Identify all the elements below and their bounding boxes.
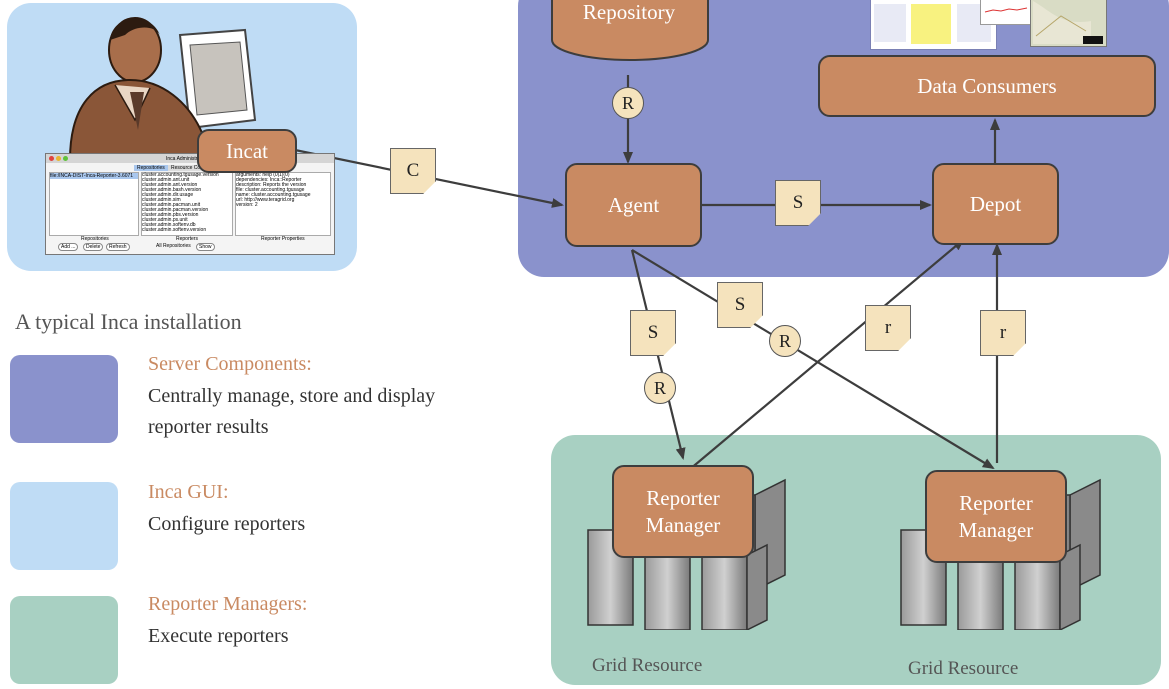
reporter-manager-2-box: Reporter Manager bbox=[925, 470, 1067, 563]
arrow-agent-rm2 bbox=[631, 249, 995, 470]
reporter-item[interactable]: cluster.admin.ps.unit bbox=[142, 217, 188, 223]
tab-repositories[interactable]: Repositories bbox=[134, 165, 168, 171]
repository-cylinder bbox=[551, 0, 709, 61]
refresh-button[interactable]: Refresh bbox=[106, 243, 130, 251]
window-title: Inca Administrati bbox=[166, 156, 203, 162]
all-repositories-checkbox[interactable]: All Repositories bbox=[156, 243, 191, 249]
reporter-item[interactable]: cluster.admin.pbs.version bbox=[142, 212, 199, 218]
reporter-item[interactable]: cluster.admin.softenv.db bbox=[142, 222, 196, 228]
inca-admin-window: Inca Administrati Repositories Resource … bbox=[45, 153, 335, 255]
property-line: name: cluster.accounting.tgusage bbox=[236, 192, 311, 198]
properties-column-label: Reporter Properties bbox=[261, 236, 305, 242]
reporter-item[interactable]: cluster.admin.pacman.unit bbox=[142, 202, 201, 208]
depot-box: Depot bbox=[932, 163, 1059, 245]
add-button[interactable]: Add ... bbox=[58, 243, 79, 251]
legend-swatch-rm bbox=[10, 596, 118, 684]
legend-desc-gui: Configure reporters bbox=[148, 513, 306, 535]
agent-rm1-s-label: S bbox=[630, 310, 676, 356]
legend-swatch-gui bbox=[10, 482, 118, 570]
reporter-item[interactable]: cluster.admin.pacman.version bbox=[142, 207, 209, 213]
agent-depot-s-label: S bbox=[775, 180, 821, 226]
agent-rm2-s-label: S bbox=[717, 282, 763, 328]
close-icon[interactable] bbox=[49, 156, 54, 161]
delete-button[interactable]: Delete bbox=[83, 243, 104, 251]
tab-resource-configuration[interactable]: Resource Confi bbox=[168, 165, 209, 171]
person-at-computer-icon bbox=[68, 17, 257, 160]
agent-rm2-r-label: R bbox=[769, 325, 801, 357]
map-screenshot bbox=[1030, 0, 1107, 47]
diagram-caption: A typical Inca installation bbox=[15, 309, 242, 334]
reporter-item[interactable]: cluster.admin.bash.version bbox=[142, 187, 202, 193]
grid-resource-1-label: Grid Resource bbox=[592, 655, 703, 676]
reporters-column-label: Reporters bbox=[176, 236, 198, 242]
legend-title-rm: Reporter Managers: bbox=[148, 593, 308, 615]
incat-agent-c-label: C bbox=[390, 148, 436, 194]
graph-screenshot bbox=[980, 0, 1034, 25]
reporter-item[interactable]: cluster.admin.sim bbox=[142, 197, 181, 203]
legend-swatch-server bbox=[10, 355, 118, 443]
legend-desc-server-line1: Centrally manage, store and display bbox=[148, 385, 436, 407]
rm1-depot-r-label: r bbox=[865, 305, 911, 351]
reporter-item[interactable]: cluster.admin.ant.unit bbox=[142, 177, 190, 183]
dashboard-screenshot bbox=[870, 0, 997, 50]
property-line: arguments: help (0|1)(0) bbox=[236, 172, 290, 178]
legend-title-server: Server Components: bbox=[148, 353, 312, 375]
repo-agent-r-label: R bbox=[612, 87, 644, 119]
arrow-rm1-depot bbox=[682, 238, 965, 476]
reporters-list: cluster.accounting.tgusage.version clust… bbox=[141, 172, 233, 236]
rm2-depot-r-label: r bbox=[980, 310, 1026, 356]
repositories-list: file:/INCA-DIST-Inca-Reporter-3.6071 bbox=[49, 172, 139, 236]
legend-desc-server-line2: reporter results bbox=[148, 416, 269, 438]
minimize-icon[interactable] bbox=[56, 156, 61, 161]
legend-desc-rm: Execute reporters bbox=[148, 625, 289, 647]
repository-entry[interactable]: file:/INCA-DIST-Inca-Reporter-3.6071 bbox=[50, 173, 138, 179]
repositories-column-label: Repositories bbox=[81, 236, 109, 242]
property-line: url: http://www.teragrid.org bbox=[236, 197, 295, 203]
reporter-item[interactable]: cluster.admin.dir.usage bbox=[142, 192, 194, 198]
grid-resource-2-label: Grid Resource bbox=[908, 658, 1019, 679]
agent-rm1-r-label: R bbox=[644, 372, 676, 404]
show-button[interactable]: Show bbox=[196, 243, 215, 251]
legend-title-gui: Inca GUI: bbox=[148, 481, 229, 503]
reporter-item[interactable]: cluster.admin.ant.version bbox=[142, 182, 198, 188]
agent-box: Agent bbox=[565, 163, 702, 247]
maximize-icon[interactable] bbox=[63, 156, 68, 161]
reporter-manager-1-box: Reporter Manager bbox=[612, 465, 754, 558]
property-line: file: cluster.accounting.tgusage bbox=[236, 187, 305, 193]
reporter-properties-pane: arguments: help (0|1)(0) dependencies: I… bbox=[235, 172, 331, 236]
property-line: version: 2 bbox=[236, 202, 258, 208]
property-line: dependencies: Inca::Reporter bbox=[236, 177, 302, 183]
repository-label: Repository bbox=[582, 0, 676, 24]
incat-box: Incat bbox=[197, 129, 297, 173]
property-line: description: Reports the version bbox=[236, 182, 307, 188]
reporter-item[interactable]: cluster.admin.softenv.version bbox=[142, 227, 207, 233]
window-titlebar: Inca Administrati bbox=[46, 154, 334, 163]
data-consumers-box: Data Consumers bbox=[818, 55, 1156, 117]
reporter-item[interactable]: cluster.accounting.tgusage.version bbox=[142, 172, 219, 178]
